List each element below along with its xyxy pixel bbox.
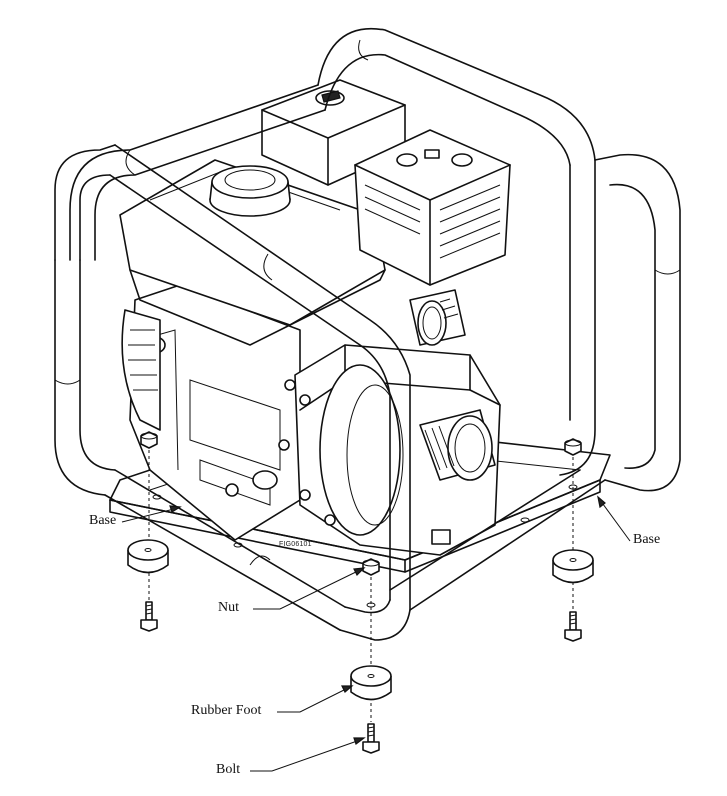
nut-label: Nut [218,600,239,615]
figure-id: FIG06101 [279,541,312,548]
bolt-label: Bolt [216,762,241,777]
engine [119,79,511,541]
left-nut [140,431,158,449]
base-right-label: Base [633,532,661,547]
rubber-foot-right [552,549,594,584]
bolt-left [140,601,158,632]
base-left-label: Base [89,513,117,528]
bolt-right [564,611,582,642]
bolt-center [362,723,380,754]
rubber-foot-label: Rubber Foot [191,703,262,718]
rubber-foot-center [350,665,392,701]
pump-housing [294,289,501,556]
center-nut [362,558,380,576]
right-nut [564,438,582,456]
rubber-foot-left [127,539,169,574]
leader-lines [121,495,631,772]
